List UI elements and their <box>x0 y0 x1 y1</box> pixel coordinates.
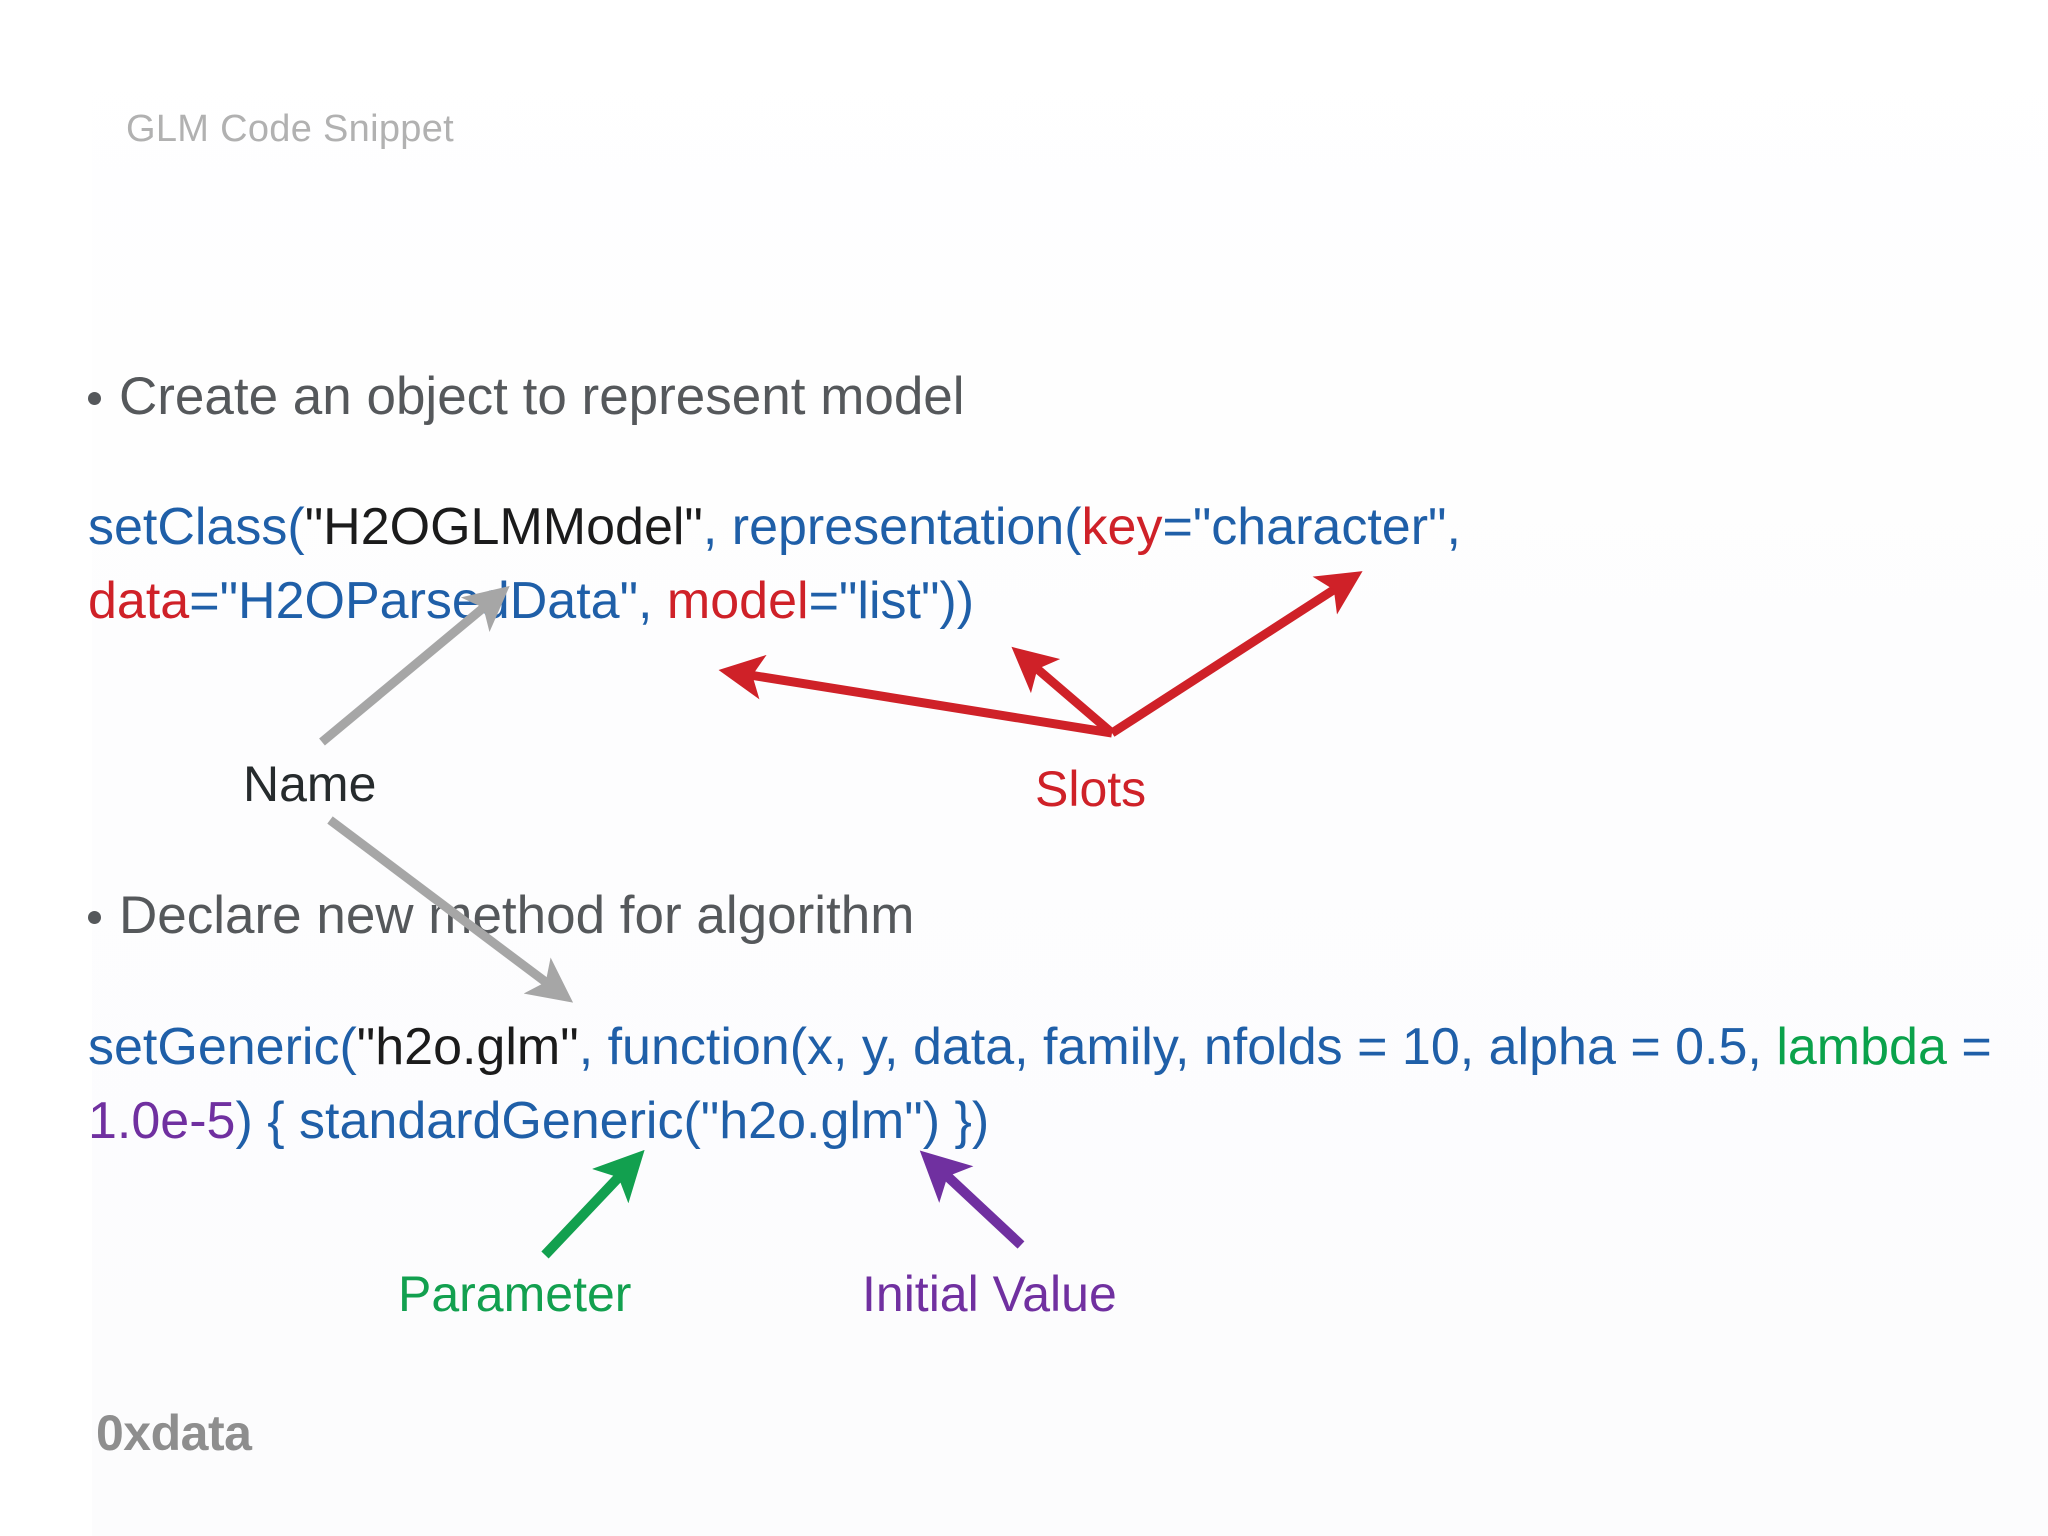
code-token: setGeneric( <box>88 1018 357 1076</box>
code-token: data <box>88 572 190 630</box>
code-token: 1.0e-5 <box>88 1092 236 1150</box>
bullet-label-2: Declare new method for algorithm <box>119 886 915 945</box>
bullet-dot-icon <box>88 392 101 405</box>
code-token: key <box>1081 498 1163 556</box>
bullet-label-1: Create an object to represent model <box>119 367 965 426</box>
annotation-label-initial-value: Initial Value <box>862 1266 1117 1322</box>
code-token: = <box>1946 1018 1992 1076</box>
annotation-label-parameter: Parameter <box>398 1266 632 1322</box>
code-token: ="H2OParsedData", <box>189 572 667 630</box>
brand-logo: 0xdata <box>96 1405 252 1461</box>
code-token: , function(x, y, data, family, nfolds = … <box>578 1018 1777 1076</box>
code-block-setgeneric: setGeneric("h2o.glm", function(x, y, dat… <box>88 1010 2018 1158</box>
annotation-label-slots: Slots <box>1035 761 1147 817</box>
code-token: lambda <box>1776 1018 1947 1076</box>
slide-background-panel <box>92 0 2048 1536</box>
code-token: ="character", <box>1162 498 1461 556</box>
annotation-label-name: Name <box>243 756 377 812</box>
code-token: "H2OGLMModel" <box>304 498 703 556</box>
bullet-dot-icon <box>88 911 101 924</box>
code-token: ) { standardGeneric("h2o.glm") }) <box>235 1092 990 1150</box>
code-token: ="list")) <box>808 572 975 630</box>
code-token: model <box>666 572 809 630</box>
code-token: setClass( <box>88 498 305 556</box>
code-token: "h2o.glm" <box>356 1018 579 1076</box>
bullet-item-2: Declare new method for algorithm <box>88 885 914 946</box>
bullet-item-1: Create an object to represent model <box>88 366 965 427</box>
page-title: GLM Code Snippet <box>126 108 454 150</box>
code-block-setclass: setClass("H2OGLMModel", representation(k… <box>88 490 1948 638</box>
code-token: , representation( <box>702 498 1082 556</box>
